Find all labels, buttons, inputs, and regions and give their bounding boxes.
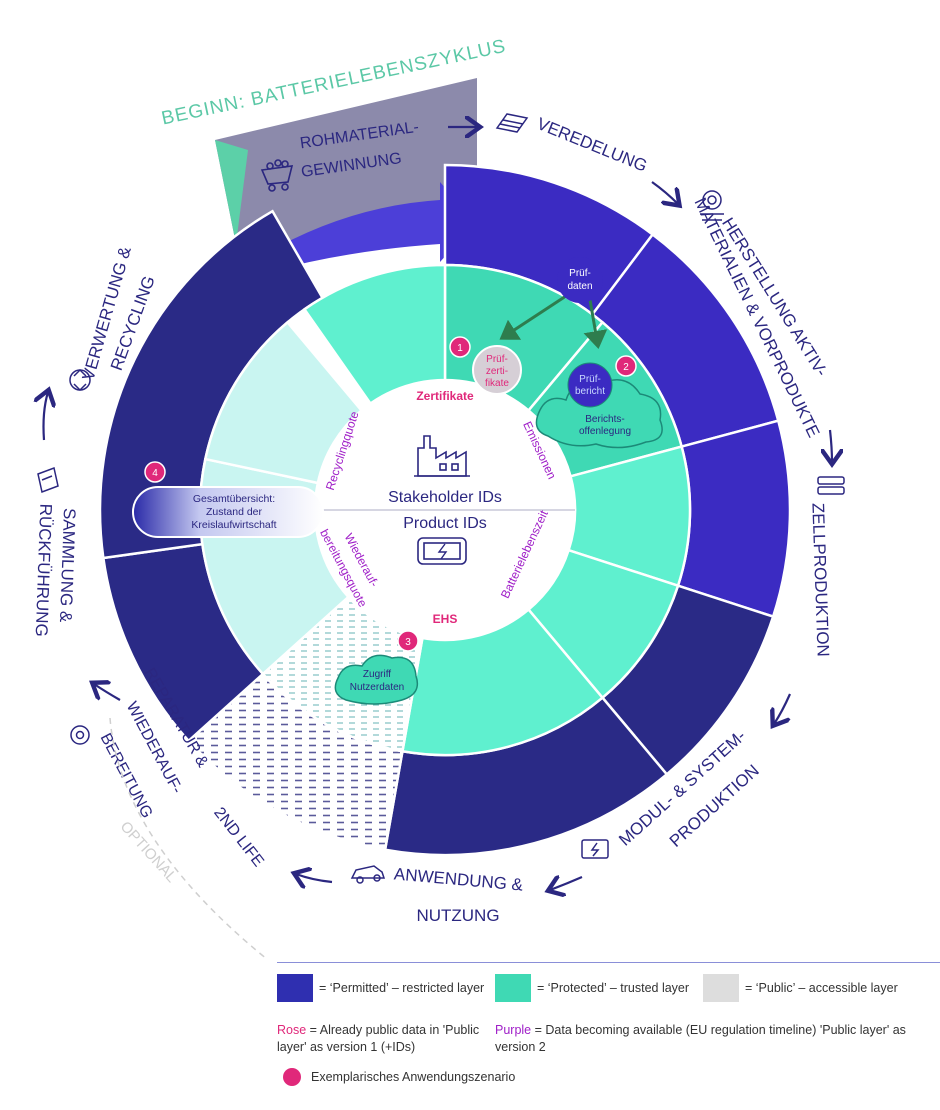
car-icon	[350, 865, 386, 884]
svg-text:offenlegung: offenlegung	[579, 426, 631, 437]
svg-text:Zugriff: Zugriff	[363, 669, 391, 680]
scenario-marker-2: 2	[615, 355, 637, 377]
rohmaterial-band-fill	[215, 78, 477, 262]
pruefdaten-arrows	[499, 294, 608, 349]
gesamtuebersicht-bubble: Gesamtübersicht: Zustand der Kreislaufwi…	[132, 486, 324, 538]
svg-text:daten: daten	[567, 281, 592, 292]
pruefdaten-bubble: Prüf- daten	[557, 257, 603, 303]
scenario-marker-1: 1	[449, 336, 471, 358]
svg-text:bericht: bericht	[575, 386, 605, 397]
stakeholder-ids: Stakeholder IDs	[388, 489, 502, 506]
legend-public: = ‘Public’ – accessible layer	[703, 974, 898, 1002]
pruefzertifikate-bubble: Prüf- zerti- fikate	[472, 345, 522, 395]
repair-gear-icon	[70, 725, 90, 745]
svg-text:Berichts-: Berichts-	[585, 414, 624, 425]
battery-cells-icon	[817, 476, 845, 495]
stage-anwendung-1: ANWENDUNG &	[393, 864, 524, 894]
swatch-permitted	[277, 974, 313, 1002]
zugriff-nutzerdaten-cloud: Zugriff Nutzerdaten	[334, 654, 419, 705]
entry-arrow	[258, 182, 476, 272]
svg-text:Nutzerdaten: Nutzerdaten	[350, 682, 404, 693]
legend-protected: = ‘Protected’ – trusted layer	[495, 974, 689, 1002]
stage-optional: OPTIONAL	[117, 818, 180, 886]
outer-zellproduktion	[676, 419, 792, 619]
svg-text:zerti-: zerti-	[486, 366, 508, 377]
svg-text:Prüf-: Prüf-	[569, 268, 591, 279]
svg-text:Prüf-: Prüf-	[579, 374, 601, 385]
collection-box-icon	[37, 466, 59, 494]
label-zertifikate: Zertifikate	[416, 389, 474, 403]
stage-zellproduktion: ZELLPRODUKTION	[808, 503, 832, 658]
scenario-dot	[283, 1068, 301, 1086]
label-ehs: EHS	[433, 612, 458, 626]
battery-module-icon	[581, 839, 609, 859]
svg-text:Kreislaufwirtschaft: Kreislaufwirtschaft	[191, 519, 276, 531]
stage-2nd-life: 2ND LIFE	[210, 804, 267, 870]
rohmaterial-band	[215, 78, 477, 272]
legend: = ‘Permitted’ – restricted layer = ‘Prot…	[265, 962, 940, 1102]
battery-device-icon	[417, 537, 467, 565]
swatch-public	[703, 974, 739, 1002]
svg-text:fikate: fikate	[485, 378, 509, 389]
legend-scenario: Exemplarisches Anwendungszenario	[283, 1068, 515, 1086]
svg-text:1: 1	[457, 343, 463, 354]
svg-text:Prüf-: Prüf-	[486, 354, 508, 365]
recycling-icon	[69, 368, 91, 392]
swatch-protected	[495, 974, 531, 1002]
scenario-marker-3: 3	[397, 630, 419, 652]
scenario-marker-4: 4	[144, 461, 166, 483]
rohmaterial-teal-flap	[215, 140, 248, 244]
svg-text:Zustand der: Zustand der	[206, 506, 263, 518]
legend-rose-note: Rose = Already public data in 'Public la…	[277, 1023, 480, 1054]
svg-text:4: 4	[152, 468, 158, 479]
refining-icon	[495, 113, 529, 133]
product-ids: Product IDs	[403, 515, 487, 532]
stage-sammlung-2: RÜCKFÜHRUNG	[32, 503, 56, 637]
svg-text:2: 2	[623, 362, 629, 373]
stage-sammlung-1: SAMMLUNG &	[56, 508, 79, 624]
stage-anwendung-2: NUTZUNG	[416, 906, 499, 925]
stage-veredelung: VEREDELUNG	[534, 114, 650, 175]
berichtsoffenlegung-cloud: Prüf- bericht Berichts- offenlegung	[535, 362, 663, 449]
gear-icon	[700, 190, 724, 221]
legend-purple-note: Purple = Data becoming available (EU reg…	[495, 1023, 906, 1054]
legend-divider	[277, 962, 940, 963]
stage-modul-2: PRODUKTION	[666, 761, 763, 851]
factory-icon	[414, 435, 470, 477]
cycle-arrows	[44, 127, 833, 890]
legend-permitted: = ‘Permitted’ – restricted layer	[277, 974, 484, 1002]
svg-text:3: 3	[405, 637, 411, 648]
mine-cart-icon	[260, 159, 294, 192]
svg-text:Gesamtübersicht:: Gesamtübersicht:	[193, 493, 275, 505]
